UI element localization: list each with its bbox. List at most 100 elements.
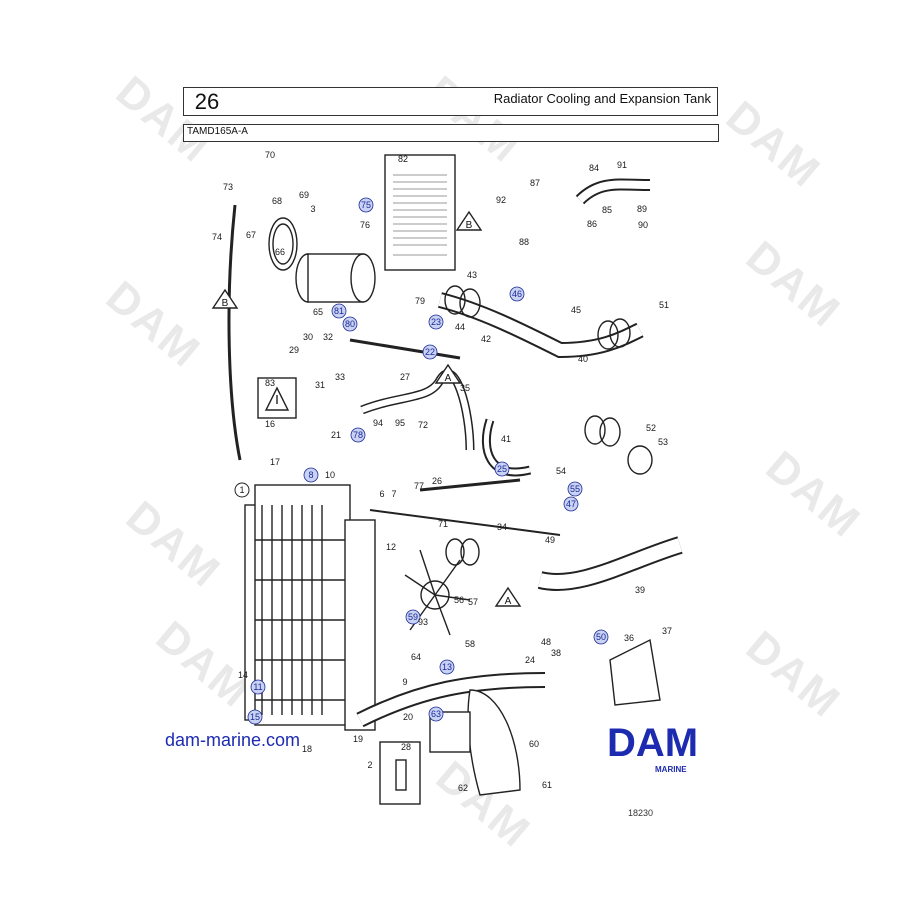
part-callout-89: 89 [637, 204, 647, 214]
part-callout-90: 90 [638, 220, 648, 230]
part-callout-24: 24 [525, 655, 535, 665]
part-callout-41: 41 [501, 434, 511, 444]
part-callout-82: 82 [398, 154, 408, 164]
part-callout-38: 38 [551, 648, 561, 658]
part-callout-69: 69 [299, 190, 309, 200]
part-callout-62: 62 [458, 783, 468, 793]
part-callout-95: 95 [395, 418, 405, 428]
reference-marker-b [211, 288, 239, 309]
callout-highlight [247, 709, 263, 725]
logo-text: DAM [607, 721, 698, 765]
part-callout-56: 56 [454, 595, 464, 605]
reference-letter: A [445, 373, 452, 384]
callout-highlight [303, 467, 319, 483]
part-callout-57: 57 [468, 597, 478, 607]
part-callout-48: 48 [541, 637, 551, 647]
part-callout-72: 72 [418, 420, 428, 430]
dam-marine-logo: DAM MARINE [607, 721, 698, 774]
callout-highlight [428, 706, 444, 722]
callout-highlight [439, 659, 455, 675]
part-callout-18: 18 [302, 744, 312, 754]
part-callout-6: 6 [379, 489, 384, 499]
fan-shroud [467, 689, 521, 796]
overflow-pipe [227, 204, 242, 461]
part-callout-55: 55 [570, 484, 580, 494]
part-callout-66: 66 [275, 247, 285, 257]
part-callout-13: 13 [442, 662, 452, 672]
part-callout-11: 11 [253, 682, 262, 692]
part-callout-68: 68 [272, 196, 282, 206]
part-callout-93: 93 [418, 617, 428, 627]
expansion-tank [268, 217, 376, 303]
part-callout-34: 34 [497, 522, 507, 532]
upper-hose [360, 369, 475, 451]
fan [404, 549, 471, 636]
part-callout-8: 8 [308, 470, 313, 480]
part-callout-45: 45 [571, 305, 581, 315]
part-callout-25: 25 [497, 464, 507, 474]
page-title: Radiator Cooling and Expansion Tank [493, 91, 711, 106]
part-callout-31: 31 [315, 380, 325, 390]
part-callout-2: 2 [367, 760, 372, 770]
part-callout-30: 30 [303, 332, 313, 342]
part-callout-91: 91 [617, 160, 627, 170]
part-callout-80: 80 [345, 319, 355, 329]
callout-highlight [250, 679, 266, 695]
part-callout-65: 65 [313, 307, 323, 317]
part-callout-3: 3 [310, 204, 315, 214]
reference-letter: B [466, 220, 473, 231]
engine-model: TAMD165A-A [187, 126, 248, 137]
part-callout-74: 74 [212, 232, 222, 242]
part-callout-19: 19 [353, 734, 363, 744]
part-callout-15: 15 [250, 712, 260, 722]
callout-highlight [342, 316, 358, 332]
part-callout-49: 49 [545, 535, 555, 545]
callout-highlight [350, 427, 366, 443]
part-callout-75: 75 [361, 200, 371, 210]
part-callout-23: 23 [431, 317, 441, 327]
part-callout-22: 22 [425, 347, 435, 357]
part-callout-63: 63 [431, 709, 441, 719]
title-box: Radiator Cooling and Expansion Tank [229, 87, 718, 116]
part-callout-79: 79 [415, 296, 425, 306]
part-callout-76: 76 [360, 220, 370, 230]
callout-highlight [422, 344, 438, 360]
website-link[interactable]: dam-marine.com [165, 730, 301, 750]
part-callout-16: 16 [265, 419, 275, 429]
part-callout-77: 77 [414, 481, 424, 491]
part-callout-78: 78 [353, 430, 363, 440]
part-callout-26: 26 [432, 476, 442, 486]
part-callout-28: 28 [401, 742, 411, 752]
drawing-number: 18230 [628, 808, 654, 818]
part-callout-14: 14 [238, 670, 248, 680]
page-number: 26 [194, 88, 220, 114]
reference-marker-a [494, 586, 522, 607]
part-callout-71: 71 [438, 519, 448, 529]
callout-highlight [563, 496, 579, 512]
part-callout-37: 37 [662, 626, 672, 636]
part-callout-70: 70 [265, 150, 275, 160]
reference-marker-b [455, 210, 483, 231]
part-callout-33: 33 [335, 372, 345, 382]
callout-highlight [567, 481, 583, 497]
callout-highlight [494, 461, 510, 477]
part-callout-94: 94 [373, 418, 383, 428]
part-callout-59: 59 [408, 612, 418, 622]
radiator-core [244, 484, 376, 731]
part-callout-87: 87 [530, 178, 540, 188]
part-callout-27: 27 [400, 372, 410, 382]
part-callout-81: 81 [334, 306, 344, 316]
part-callout-35: 35 [460, 383, 470, 393]
callout-highlight [405, 609, 421, 625]
part-callout-52: 52 [646, 423, 656, 433]
part-callout-17: 17 [270, 457, 280, 467]
part-callout-54: 54 [556, 466, 566, 476]
part-callout-21: 21 [331, 430, 341, 440]
logo-subtext: MARINE [655, 765, 687, 774]
part-callout-64: 64 [411, 652, 421, 662]
part-callout-51: 51 [659, 300, 669, 310]
part-callout-9: 9 [402, 677, 407, 687]
part-callout-20: 20 [403, 712, 413, 722]
warning-label-plate [384, 154, 456, 271]
